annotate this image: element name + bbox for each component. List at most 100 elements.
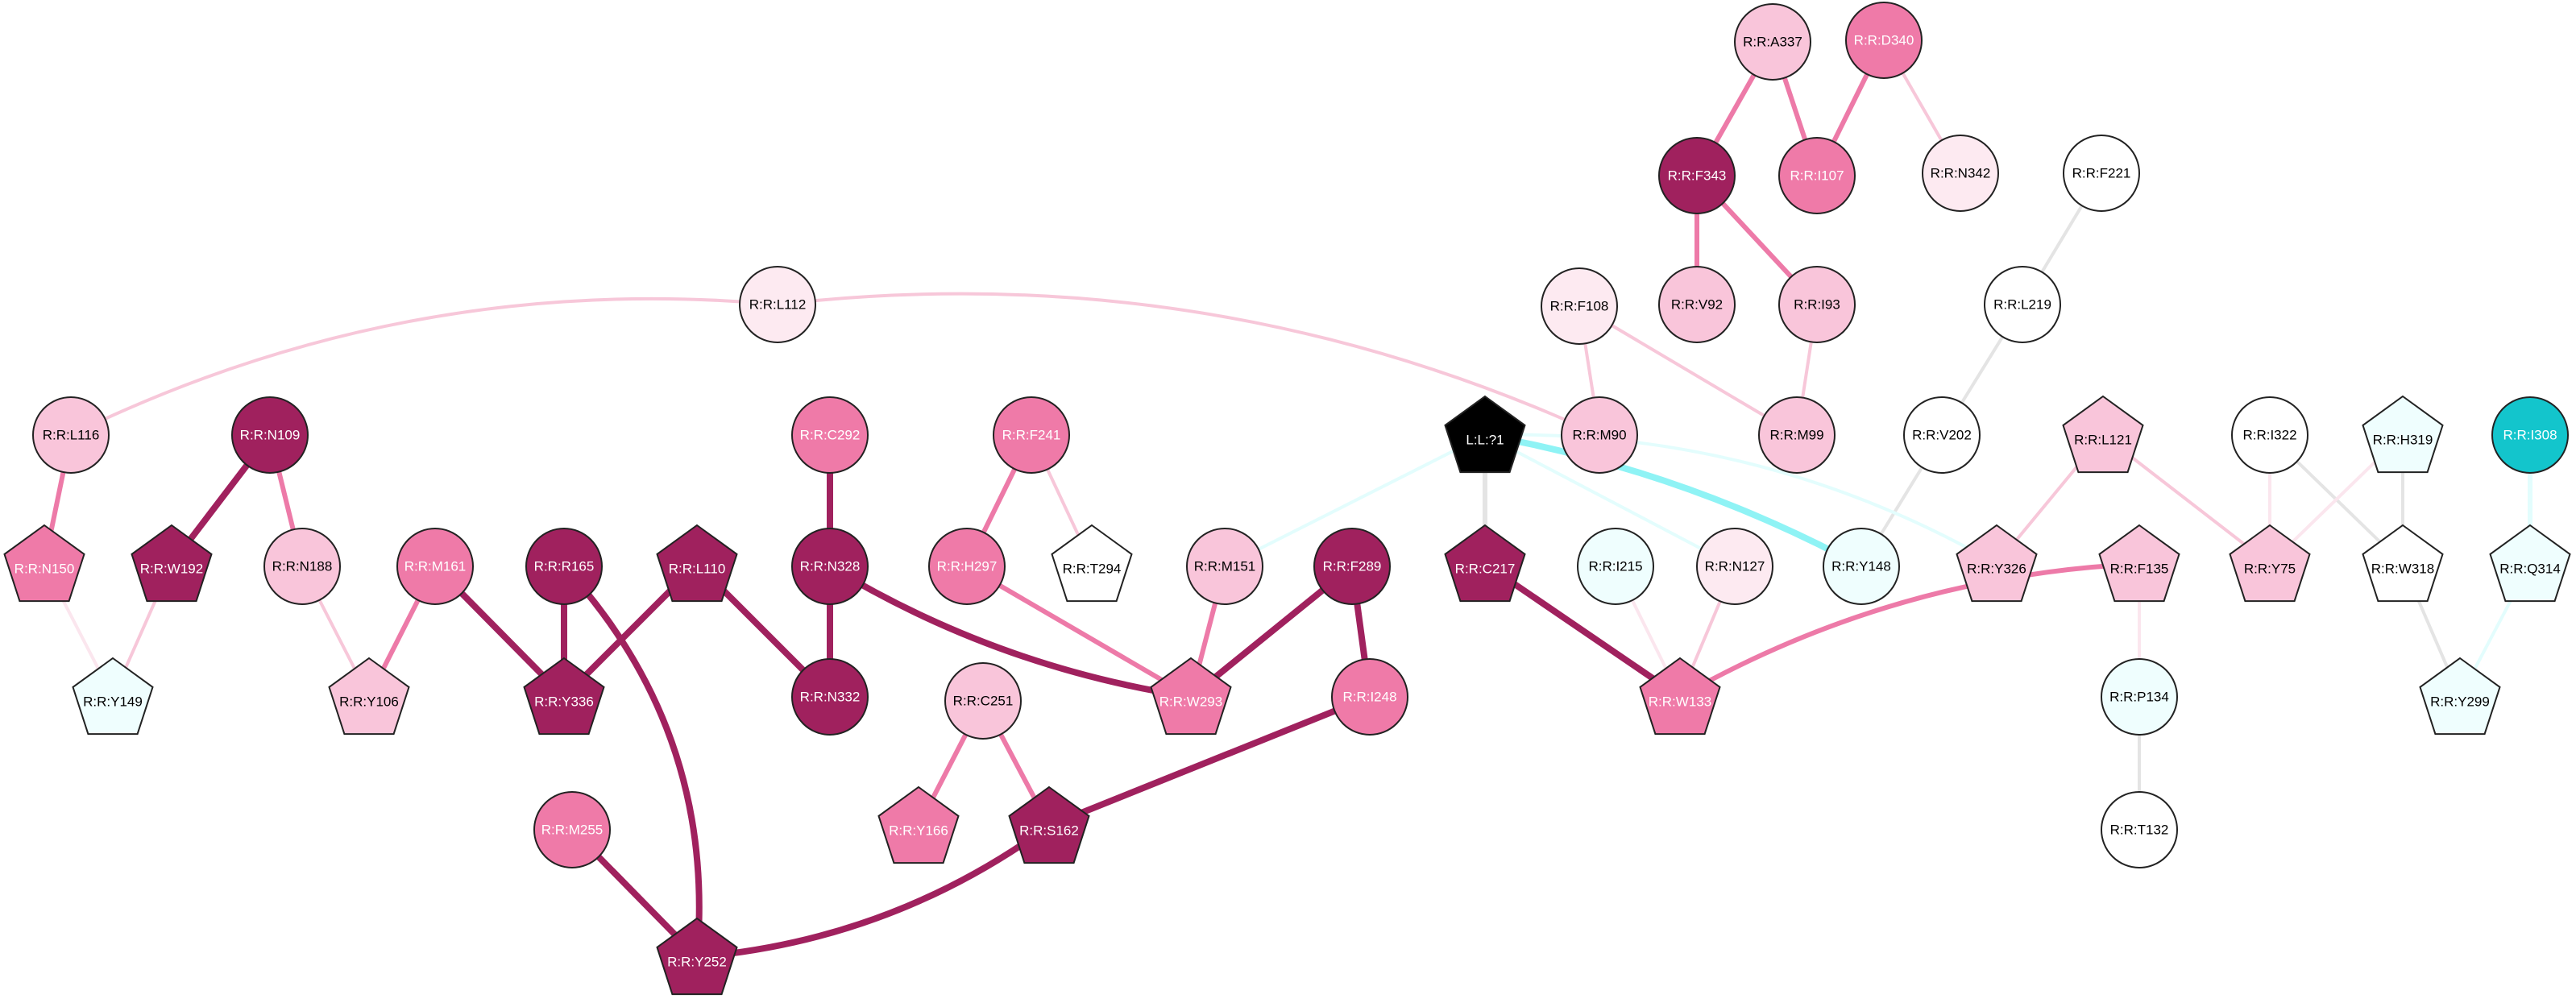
node-r-r-l110[interactable]: R:R:L110: [656, 524, 738, 603]
node-shape: [1922, 135, 1999, 212]
edge-r-r-n328-to-r-r-w293: [827, 563, 1194, 700]
node-label: R:R:T132: [2110, 823, 2169, 838]
node-label: R:R:Y75: [2244, 562, 2296, 577]
node-r-r-y336[interactable]: R:R:Y336: [523, 657, 605, 736]
node-r-r-t132[interactable]: R:R:T132: [2101, 791, 2178, 868]
node-r-r-y149[interactable]: R:R:Y149: [72, 657, 154, 736]
node-r-r-n328[interactable]: R:R:N328: [791, 528, 869, 605]
node-r-r-w133[interactable]: R:R:W133: [1639, 657, 1721, 736]
node-r-r-m255[interactable]: R:R:M255: [533, 791, 611, 868]
node-label: R:R:F289: [1323, 559, 1382, 574]
node-r-r-h297[interactable]: R:R:H297: [928, 528, 1006, 605]
node-r-r-i107[interactable]: R:R:I107: [1778, 137, 1856, 214]
node-label: R:R:L112: [749, 297, 807, 313]
node-r-r-f135[interactable]: R:R:F135: [2098, 524, 2180, 603]
node-r-r-l219[interactable]: R:R:L219: [1984, 266, 2061, 343]
node-r-r-d340[interactable]: R:R:D340: [1845, 2, 1923, 79]
node-r-r-y326[interactable]: R:R:Y326: [1956, 524, 2038, 603]
node-label: R:R:M99: [1769, 428, 1823, 443]
edge-r-r-l112-to-r-r-l116: [69, 296, 779, 437]
node-label: R:R:I308: [2503, 428, 2557, 443]
node-shape: [1758, 396, 1836, 474]
edge-r-r-i248-to-r-r-s162: [1046, 694, 1373, 829]
node-r-r-n127[interactable]: R:R:N127: [1696, 528, 1773, 605]
node-r-r-c251[interactable]: R:R:C251: [944, 662, 1022, 740]
node-r-r-n332[interactable]: R:R:N332: [791, 658, 869, 736]
node-r-r-r165[interactable]: R:R:R165: [525, 528, 603, 605]
node-label: R:R:W293: [1159, 694, 1222, 710]
node-r-r-y106[interactable]: R:R:Y106: [328, 657, 410, 736]
node-r-r-n109[interactable]: R:R:N109: [231, 396, 309, 474]
node-r-r-t294[interactable]: R:R:T294: [1051, 524, 1133, 603]
node-shape: [2229, 524, 2311, 603]
node-label: R:R:N109: [240, 428, 301, 443]
node-label: R:R:F343: [1668, 168, 1727, 184]
node-r-r-v92[interactable]: R:R:V92: [1658, 266, 1736, 343]
node-shape: [2489, 524, 2571, 603]
node-r-r-m151[interactable]: R:R:M151: [1186, 528, 1263, 605]
node-shape: [2101, 658, 2178, 736]
node-shape: [1444, 395, 1526, 474]
node-shape: [32, 396, 110, 474]
node-label: R:R:W318: [2371, 562, 2434, 577]
node-r-r-l116[interactable]: R:R:L116: [32, 396, 110, 474]
node-r-r-n150[interactable]: R:R:N150: [3, 524, 85, 603]
node-r-r-m90[interactable]: R:R:M90: [1561, 396, 1638, 474]
node-shape: [1845, 2, 1923, 79]
node-r-r-s162[interactable]: R:R:S162: [1008, 785, 1090, 864]
node-r-r-n188[interactable]: R:R:N188: [263, 528, 341, 605]
edge-l-l-1-to-r-r-y148: [1482, 432, 1865, 570]
node-r-r-w293[interactable]: R:R:W293: [1150, 657, 1232, 736]
node-r-r-p134[interactable]: R:R:P134: [2101, 658, 2178, 736]
node-r-r-y252[interactable]: R:R:Y252: [656, 917, 738, 996]
node-r-r-q314[interactable]: R:R:Q314: [2489, 524, 2571, 603]
node-r-r-i248[interactable]: R:R:I248: [1331, 658, 1408, 736]
node-r-r-c292[interactable]: R:R:C292: [791, 396, 869, 474]
node-r-r-l112[interactable]: R:R:L112: [739, 266, 816, 343]
node-r-r-f241[interactable]: R:R:F241: [993, 396, 1070, 474]
node-r-r-f108[interactable]: R:R:F108: [1541, 267, 1618, 345]
node-r-r-w318[interactable]: R:R:W318: [2362, 524, 2444, 603]
node-r-r-y166[interactable]: R:R:Y166: [877, 785, 960, 864]
node-r-r-f221[interactable]: R:R:F221: [2063, 135, 2140, 212]
node-shape: [1984, 266, 2061, 343]
node-l-l-1[interactable]: L:L:?1: [1444, 395, 1526, 474]
node-shape: [1956, 524, 2038, 603]
node-r-r-f289[interactable]: R:R:F289: [1313, 528, 1391, 605]
node-label: R:R:L110: [669, 562, 726, 577]
node-r-r-l121[interactable]: R:R:L121: [2062, 395, 2144, 474]
node-shape: [1541, 267, 1618, 345]
node-shape: [2419, 657, 2501, 736]
node-shape: [739, 266, 816, 343]
node-shape: [523, 657, 605, 736]
node-r-r-w192[interactable]: R:R:W192: [131, 524, 213, 603]
node-shape: [944, 662, 1022, 740]
node-r-r-y148[interactable]: R:R:Y148: [1823, 528, 1900, 605]
node-shape: [2062, 395, 2144, 474]
node-shape: [928, 528, 1006, 605]
node-r-r-y299[interactable]: R:R:Y299: [2419, 657, 2501, 736]
node-r-r-i93[interactable]: R:R:I93: [1778, 266, 1856, 343]
edge-r-r-f108-to-r-r-m99: [1578, 305, 1798, 437]
node-r-r-i322[interactable]: R:R:I322: [2231, 396, 2308, 474]
node-r-r-f343[interactable]: R:R:F343: [1658, 137, 1736, 214]
node-r-r-y75[interactable]: R:R:Y75: [2229, 524, 2311, 603]
node-label: R:R:I215: [1588, 559, 1642, 574]
node-label: R:R:Y166: [889, 823, 948, 839]
node-label: R:R:C217: [1455, 562, 1516, 577]
node-r-r-v202[interactable]: R:R:V202: [1903, 396, 1981, 474]
node-r-r-c217[interactable]: R:R:C217: [1444, 524, 1526, 603]
node-label: R:R:R165: [534, 559, 595, 574]
node-label: R:R:Y106: [339, 694, 399, 710]
node-label: R:R:V202: [1912, 428, 1972, 443]
node-r-r-i308[interactable]: R:R:I308: [2491, 396, 2569, 474]
node-r-r-h319[interactable]: R:R:H319: [2362, 395, 2444, 474]
node-r-r-m161[interactable]: R:R:M161: [396, 528, 474, 605]
node-shape: [1577, 528, 1654, 605]
node-r-r-i215[interactable]: R:R:I215: [1577, 528, 1654, 605]
node-shape: [791, 396, 869, 474]
node-r-r-a337[interactable]: R:R:A337: [1734, 3, 1811, 81]
node-r-r-n342[interactable]: R:R:N342: [1922, 135, 1999, 212]
node-r-r-m99[interactable]: R:R:M99: [1758, 396, 1836, 474]
